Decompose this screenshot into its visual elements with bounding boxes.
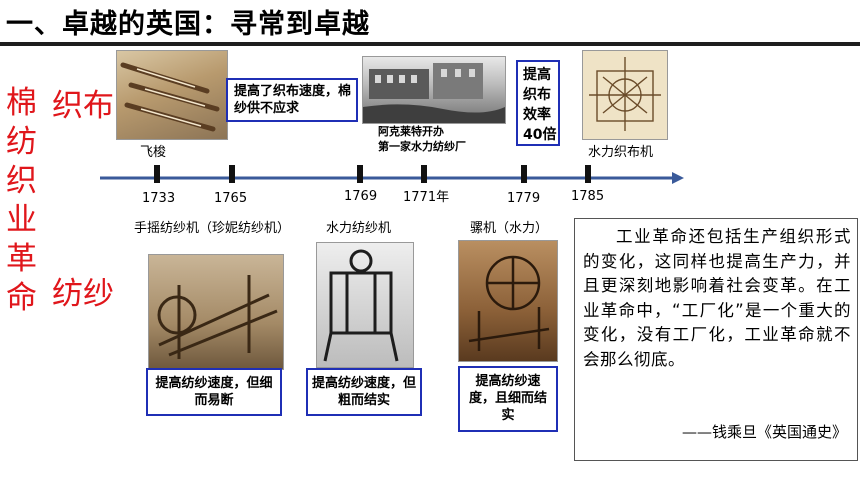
arkwright-caption-2: 第一家水力纺纱厂 (378, 140, 466, 153)
shuttle-note: 提高了织布速度，棉纱供不应求 (226, 78, 358, 122)
loom-note-line: 效率 (523, 107, 551, 123)
vertical-char: 命 (6, 280, 37, 316)
power-loom-drawing (582, 50, 668, 140)
mule-illustration (468, 255, 550, 351)
year-label: 1733 (142, 191, 176, 206)
shuttle-illustration (120, 62, 220, 132)
quote-box: 工业革命还包括生产组织形式的变化，这同样也提高生产力，并且更深刻地影响着社会变革… (574, 218, 858, 461)
timeline-tick (154, 165, 160, 183)
vertical-heading: 棉 纺 织 业 革 命 (6, 84, 40, 318)
quote-source: ——钱乘旦《英国通史》 (681, 423, 847, 441)
water-frame-photo (316, 242, 414, 368)
spinning-jenny-photo (148, 254, 284, 370)
year-label: 1765 (214, 191, 248, 206)
water-frame-illustration (323, 249, 399, 362)
timeline-tick (229, 165, 235, 183)
loom-illustration (589, 57, 661, 131)
year-label: 1779 (507, 191, 541, 206)
flying-shuttle-label: 飞梭 (140, 145, 167, 160)
vertical-char: 织 (6, 163, 37, 199)
timeline-tick (357, 165, 363, 183)
power-loom-label: 水力织布机 (588, 145, 654, 160)
year-label: 1771年 (403, 190, 450, 205)
title-divider (0, 42, 860, 46)
loom-efficiency-note: 提高 织布 效率 40倍 (516, 60, 560, 146)
year-label: 1769 (344, 189, 378, 204)
vertical-char: 棉 (6, 85, 37, 121)
weaving-label: 织布 (52, 88, 114, 124)
factory-illustration (363, 63, 505, 123)
year-label: 1785 (571, 189, 605, 204)
vertical-char: 业 (6, 202, 37, 238)
vertical-char: 革 (6, 241, 37, 277)
vertical-char: 纺 (6, 124, 37, 160)
jenny-note: 提高纺纱速度，但细而易断 (146, 368, 282, 416)
timeline-arrow (100, 172, 684, 184)
quote-text: 工业革命还包括生产组织形式的变化，这同样也提高生产力，并且更深刻地影响着社会变革… (583, 227, 851, 369)
mule-label: 骡机（水力） (470, 221, 549, 236)
water-frame-label: 水力纺纱机 (326, 221, 392, 236)
timeline-tick (521, 165, 527, 183)
jenny-illustration (157, 275, 278, 359)
page-title: 一、卓越的英国：寻常到卓越 (6, 9, 370, 40)
flying-shuttle-photo (116, 50, 228, 140)
timeline-tick (585, 165, 591, 183)
loom-note-line: 提高 (523, 67, 551, 83)
loom-note-line: 织布 (523, 87, 551, 103)
arkwright-caption-1: 阿克莱特开办 (378, 125, 444, 138)
timeline-tick (421, 165, 427, 183)
jenny-label: 手摇纺纱机（珍妮纺纱机） (134, 221, 291, 236)
arkwright-factory-photo (362, 56, 506, 124)
spinning-label: 纺纱 (52, 276, 114, 312)
loom-note-line: 40倍 (523, 127, 557, 143)
spinning-mule-photo (458, 240, 558, 362)
mule-note: 提高纺纱速度，且细而结实 (458, 366, 558, 432)
water-frame-note: 提高纺纱速度，但粗而结实 (306, 368, 422, 416)
